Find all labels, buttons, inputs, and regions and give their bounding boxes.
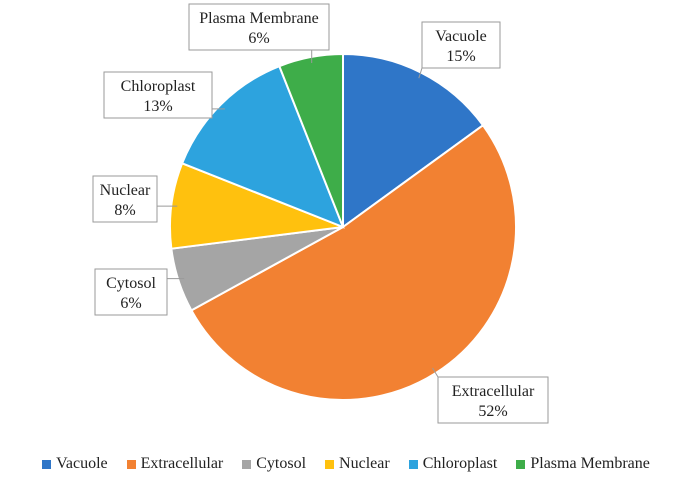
callout-leader-line <box>432 367 439 378</box>
legend: Vacuole Extracellular Cytosol Nuclear Ch… <box>0 455 692 473</box>
data-label-category: Plasma Membrane <box>199 10 319 27</box>
data-label-percent: 52% <box>478 403 507 420</box>
legend-swatch <box>126 459 136 469</box>
pie-slice-vacuole <box>342 52 485 229</box>
legend-item-vacuole: Vacuole <box>42 455 108 473</box>
callout-box <box>437 376 549 424</box>
data-label-percent: 8% <box>114 202 135 219</box>
legend-label: Chloroplast <box>422 455 498 472</box>
pie-chart: Vacuole 15% Extracellular 52% Cytosol 6% Nucle… <box>92 3 549 424</box>
callout-box <box>94 268 168 316</box>
legend-swatch <box>516 459 526 469</box>
data-label-percent: 6% <box>120 295 141 312</box>
legend-item-extracellular: Extracellular <box>126 455 224 473</box>
legend-swatch <box>42 459 52 469</box>
data-label-category: Nuclear <box>100 182 151 199</box>
legend-label: Vacuole <box>56 455 108 472</box>
legend-swatch <box>242 459 252 469</box>
data-label-category: Vacuole <box>435 28 487 45</box>
legend-label: Plasma Membrane <box>530 455 650 472</box>
pie-slice-plasma-membrane <box>278 52 344 228</box>
data-label-percent: 13% <box>143 98 172 115</box>
legend-label: Nuclear <box>339 455 390 472</box>
legend-item-cytosol: Cytosol <box>242 455 306 473</box>
legend-swatch <box>325 459 335 469</box>
legend-item-chloroplast: Chloroplast <box>408 455 498 473</box>
callout-box <box>92 175 158 223</box>
callout-box <box>103 71 213 119</box>
legend-item-nuclear: Nuclear <box>325 455 390 473</box>
data-label-category: Cytosol <box>106 275 156 292</box>
pie-slice-chloroplast <box>180 64 345 229</box>
legend-label: Extracellular <box>140 455 224 472</box>
callout-box <box>188 3 330 51</box>
data-label-percent: 6% <box>248 30 269 47</box>
data-label-category: Chloroplast <box>121 78 196 95</box>
callout-box <box>421 21 501 69</box>
legend-item-plasma-membrane: Plasma Membrane <box>516 455 650 473</box>
callout-leader-line <box>418 67 423 79</box>
legend-swatch <box>408 459 418 469</box>
legend-label: Cytosol <box>256 455 307 472</box>
data-label-percent: 15% <box>446 48 475 65</box>
data-label-category: Extracellular <box>452 383 535 400</box>
